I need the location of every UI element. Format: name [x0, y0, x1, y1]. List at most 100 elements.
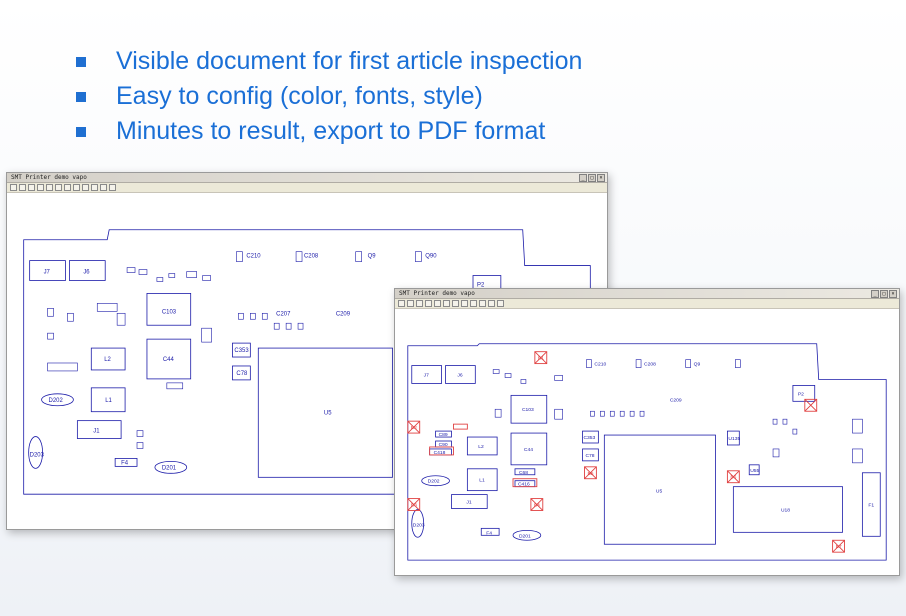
component-c68 — [514, 468, 536, 476]
bullet-square-icon — [76, 126, 86, 137]
label-d202: D202 — [49, 398, 64, 404]
settings-icon[interactable] — [461, 300, 468, 307]
label-d203: D203 — [30, 452, 45, 458]
label-d201: D201 — [162, 465, 177, 471]
component-c78 — [582, 448, 599, 462]
component-u5 — [257, 347, 393, 478]
minimize-icon[interactable]: _ — [871, 290, 879, 298]
window-title: SMT Printer demo vapo — [399, 290, 475, 297]
window-title-bar[interactable]: SMT Printer demo vapo _ □ × — [7, 173, 607, 183]
label-u18: U18 — [781, 507, 790, 513]
print-icon[interactable] — [28, 184, 35, 191]
label-b3: B3 — [411, 503, 417, 509]
zoom-in-icon[interactable] — [443, 300, 450, 307]
text-tool-icon[interactable] — [82, 184, 89, 191]
copy-icon[interactable] — [425, 300, 432, 307]
save-icon[interactable] — [407, 300, 414, 307]
text-tool-icon[interactable] — [470, 300, 477, 307]
label-c208: C208 — [304, 254, 319, 260]
window-title-bar[interactable]: SMT Printer demo vapo _ □ × — [395, 289, 899, 299]
feature-bullet: Easy to config (color, fonts, style) — [76, 79, 836, 114]
label-l1: L1 — [479, 478, 485, 484]
feature-bullet: Visible document for first article inspe… — [76, 44, 836, 79]
label-c418: C418 — [434, 450, 446, 456]
component-p2 — [792, 385, 816, 402]
toolbar — [7, 183, 607, 193]
label-j1: J1 — [93, 429, 100, 435]
label-c207: C207 — [276, 311, 291, 317]
select-tool-icon[interactable] — [91, 184, 98, 191]
component-c44 — [510, 432, 548, 466]
paste-icon[interactable] — [434, 300, 441, 307]
label-c208: C208 — [644, 362, 656, 368]
select-tool-icon[interactable] — [479, 300, 486, 307]
bullet-text: Minutes to result, export to PDF format — [116, 117, 546, 145]
label-q90: Q90 — [425, 254, 437, 260]
label-u5: U5 — [324, 411, 332, 417]
settings-icon[interactable] — [73, 184, 80, 191]
maximize-icon[interactable]: □ — [880, 290, 888, 298]
feature-bullet: Minutes to result, export to PDF format — [76, 114, 836, 149]
label-j7: J7 — [424, 372, 429, 378]
minimize-icon[interactable]: _ — [579, 174, 587, 182]
board-outline — [23, 229, 591, 495]
color-icon[interactable] — [497, 300, 504, 307]
label-p2: P2 — [477, 282, 485, 288]
label-p2: P2 — [798, 391, 804, 397]
paste-icon[interactable] — [46, 184, 53, 191]
zoom-out-icon[interactable] — [452, 300, 459, 307]
close-icon[interactable]: × — [597, 174, 605, 182]
label-c210: C210 — [246, 254, 261, 260]
pcb-viewer-window-front: SMT Printer demo vapo _ □ × — [394, 288, 900, 576]
component-f4 — [114, 458, 138, 467]
component-j7 — [411, 365, 442, 384]
label-b4: B4 — [534, 503, 540, 509]
label-c209: C209 — [336, 311, 351, 317]
label-c78: C78 — [236, 371, 248, 377]
label-f4: F4 — [121, 460, 129, 466]
copy-icon[interactable] — [37, 184, 44, 191]
component-l2 — [90, 347, 126, 371]
component-d203 — [411, 509, 425, 538]
component-u135 — [726, 430, 740, 446]
label-b7: B7 — [836, 544, 842, 550]
label-c353: C353 — [234, 348, 249, 354]
label-j1: J1 — [466, 500, 471, 506]
label-c68: C68 — [519, 470, 528, 476]
pdf-export-icon[interactable] — [488, 300, 495, 307]
feature-bullet-list: Visible document for first article inspe… — [76, 44, 836, 149]
component-j7 — [29, 260, 66, 281]
pcb-canvas[interactable]: C103 C44 U5 U18 L2 L1 J1 J7 J6 P2 C353 C… — [395, 310, 899, 575]
component-f4 — [480, 527, 500, 536]
component-d202 — [421, 475, 450, 487]
bullet-text: Easy to config (color, fonts, style) — [116, 82, 483, 110]
close-icon[interactable]: × — [889, 290, 897, 298]
component-j6 — [69, 260, 106, 281]
label-c44: C44 — [524, 447, 533, 453]
component-j6 — [445, 365, 476, 384]
label-c103: C103 — [522, 407, 534, 413]
component-j1 — [76, 420, 122, 439]
zoom-in-icon[interactable] — [55, 184, 62, 191]
pdf-export-icon[interactable] — [100, 184, 107, 191]
component-d201 — [154, 461, 188, 474]
save-icon[interactable] — [19, 184, 26, 191]
label-q9: Q9 — [694, 362, 701, 368]
component-c353 — [232, 342, 251, 358]
open-file-icon[interactable] — [10, 184, 17, 191]
open-file-icon[interactable] — [398, 300, 405, 307]
label-c44: C44 — [163, 357, 175, 363]
label-b5: B5 — [587, 471, 593, 477]
component-f1 — [861, 472, 881, 537]
pcb-layout-drawing: C103 C44 U5 U18 L2 L1 J1 J7 J6 P2 C353 C… — [407, 343, 887, 561]
bullet-text: Visible document for first article inspe… — [116, 47, 583, 75]
component-d201 — [512, 529, 542, 541]
print-icon[interactable] — [416, 300, 423, 307]
color-icon[interactable] — [109, 184, 116, 191]
maximize-icon[interactable]: □ — [588, 174, 596, 182]
board-outline — [407, 343, 887, 561]
component-c103 — [510, 394, 548, 424]
label-c209: C209 — [670, 397, 682, 403]
zoom-out-icon[interactable] — [64, 184, 71, 191]
label-c210: C210 — [594, 362, 606, 368]
